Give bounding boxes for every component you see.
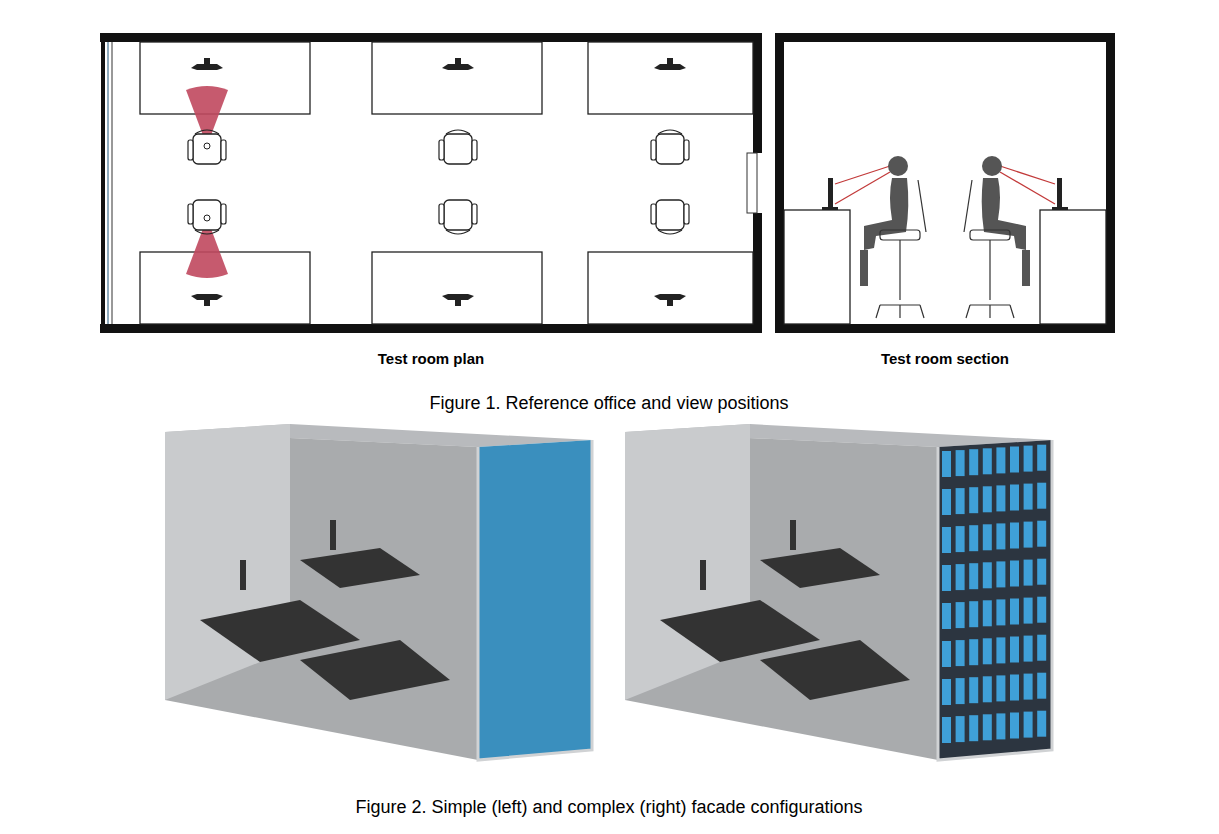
facade-panel — [1010, 637, 1019, 663]
facade-panel — [1010, 713, 1019, 739]
facade-panel — [969, 487, 978, 513]
facade-panel — [942, 451, 951, 477]
facade-panel — [1037, 445, 1046, 471]
facade-panel — [942, 527, 951, 553]
facade-panel — [983, 524, 992, 550]
facade-panel — [942, 641, 951, 667]
facade-panel — [942, 717, 951, 743]
facade-panel — [1010, 523, 1019, 549]
facade-panel — [969, 715, 978, 741]
facade-panel — [1024, 674, 1033, 700]
facade-panel — [956, 450, 965, 476]
figure-subtitle: Test room section — [881, 350, 1009, 367]
facade-panel — [956, 488, 965, 514]
facade-panel — [983, 448, 992, 474]
facade-panel — [956, 564, 965, 590]
facade-panel — [969, 449, 978, 475]
facade-panel — [1024, 712, 1033, 738]
facade-panel — [1037, 673, 1046, 699]
facade-panel — [996, 713, 1005, 739]
facade-panel — [1024, 522, 1033, 548]
facade-panel — [942, 489, 951, 515]
facade-panel — [1010, 561, 1019, 587]
figure-caption: Figure 2. Simple (left) and complex (rig… — [355, 797, 862, 818]
facade-panel — [996, 485, 1005, 511]
test-room-plan — [100, 33, 762, 333]
facade-panel — [1010, 485, 1019, 511]
facade-panel — [1024, 598, 1033, 624]
facade-panel — [996, 599, 1005, 625]
facade-panel — [969, 677, 978, 703]
facade-panel — [956, 716, 965, 742]
facade-panel — [983, 638, 992, 664]
facade-panel — [969, 601, 978, 627]
facade-panel — [996, 637, 1005, 663]
facade-panel — [996, 523, 1005, 549]
facade-panel — [956, 678, 965, 704]
facade-panel — [942, 603, 951, 629]
facade-panel — [956, 526, 965, 552]
facade-panel — [956, 640, 965, 666]
facade-panel — [1024, 446, 1033, 472]
simple-facade-model — [165, 424, 592, 760]
test-room-section — [775, 33, 1115, 333]
facade-panel — [1037, 521, 1046, 547]
facade-panel — [1037, 559, 1046, 585]
facade-panel — [996, 561, 1005, 587]
facade-panel — [1024, 636, 1033, 662]
facade-panel — [1037, 597, 1046, 623]
facade-panel — [983, 676, 992, 702]
facade-panel — [969, 563, 978, 589]
facade-panel — [942, 679, 951, 705]
facade-panel — [1037, 483, 1046, 509]
complex-facade-model — [625, 424, 1052, 760]
facade-panel — [996, 675, 1005, 701]
facade-panel — [996, 447, 1005, 473]
facade-panel — [969, 525, 978, 551]
facade-panel — [983, 562, 992, 588]
facade-panel — [1024, 560, 1033, 586]
facade-panel — [1010, 599, 1019, 625]
facade-panel — [1024, 484, 1033, 510]
facade-panel — [942, 565, 951, 591]
facade-panel — [1037, 635, 1046, 661]
figure-caption: Figure 1. Reference office and view posi… — [430, 393, 789, 414]
figure-subtitle: Test room plan — [378, 350, 484, 367]
facade-panel — [956, 602, 965, 628]
facade-panel — [1010, 447, 1019, 473]
facade-panel — [1037, 711, 1046, 737]
facade-panel — [983, 714, 992, 740]
facade-panel — [983, 486, 992, 512]
facade-panel — [983, 600, 992, 626]
facade-panel — [1010, 675, 1019, 701]
facade-panel — [969, 639, 978, 665]
